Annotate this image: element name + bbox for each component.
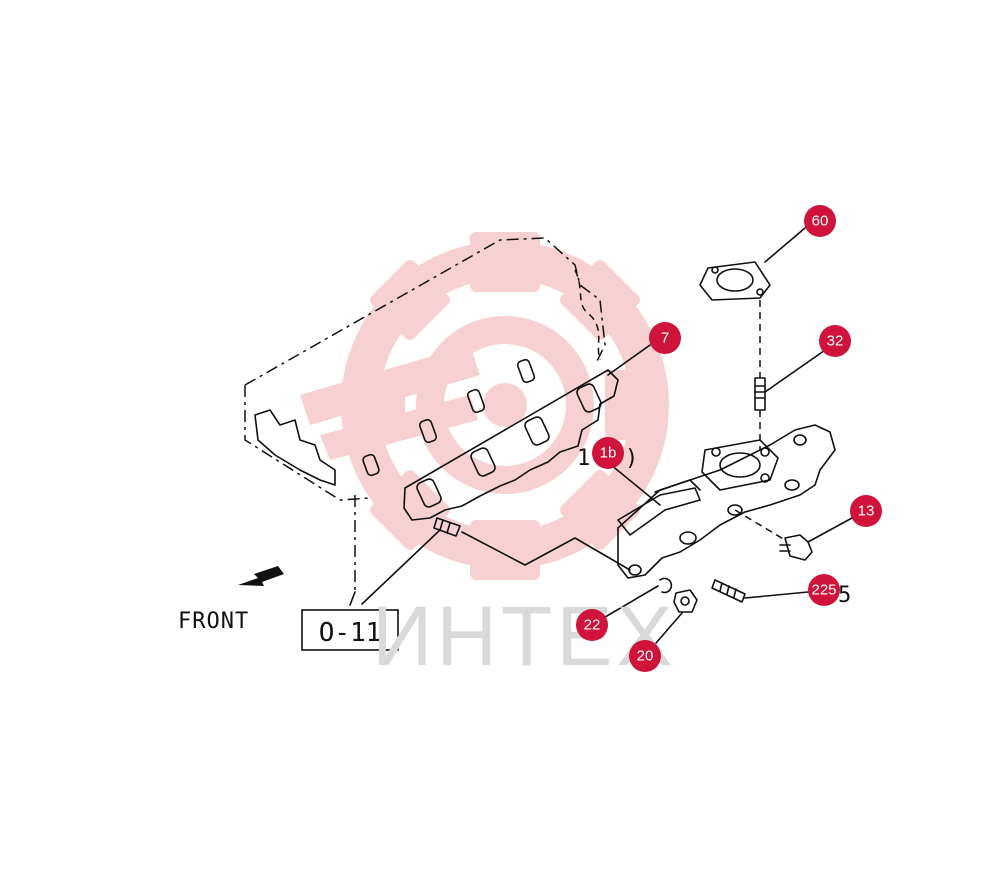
badge-1b[interactable]: 1b [592,437,624,469]
outlet-gasket [699,261,771,301]
watermark-gear-logo [300,232,669,580]
exhaust-manifold [617,424,836,579]
svg-text:20: 20 [637,648,654,665]
stud-225 [711,579,746,603]
watermark-text: ИНТЕХ [372,589,676,683]
badge-7[interactable]: 7 [649,322,681,354]
front-arrow-icon [238,566,284,586]
badge-22[interactable]: 22 [576,609,608,641]
badge-60[interactable]: 60 [804,205,836,237]
svg-text:22: 22 [584,617,601,634]
manifold-gasket [403,369,619,521]
svg-text:32: 32 [827,333,844,350]
reference-box: O-11 [301,609,399,651]
reference-box-label: O-11 [319,618,382,648]
svg-text:225: 225 [811,582,836,599]
badge-32[interactable]: 32 [819,325,851,357]
svg-text:60: 60 [812,213,829,230]
svg-text:7: 7 [661,330,669,347]
cylinder-head [244,237,606,590]
svg-text:13: 13 [858,503,875,520]
lock-washer-22 [659,577,673,594]
stud-left [433,517,631,571]
bolt-13 [734,509,813,561]
part-1-prefix: 1 [577,446,590,471]
svg-text:1b: 1b [600,445,617,462]
front-label: FRONT [178,609,249,634]
badge-13[interactable]: 13 [850,495,882,527]
badge-20[interactable]: 20 [629,640,661,672]
nut-20 [673,589,698,613]
stud-32 [754,300,766,450]
badge-225[interactable]: 225 [808,574,840,606]
part-1-suffix: ) [625,446,638,471]
part-225-tail: 5 [838,583,851,608]
